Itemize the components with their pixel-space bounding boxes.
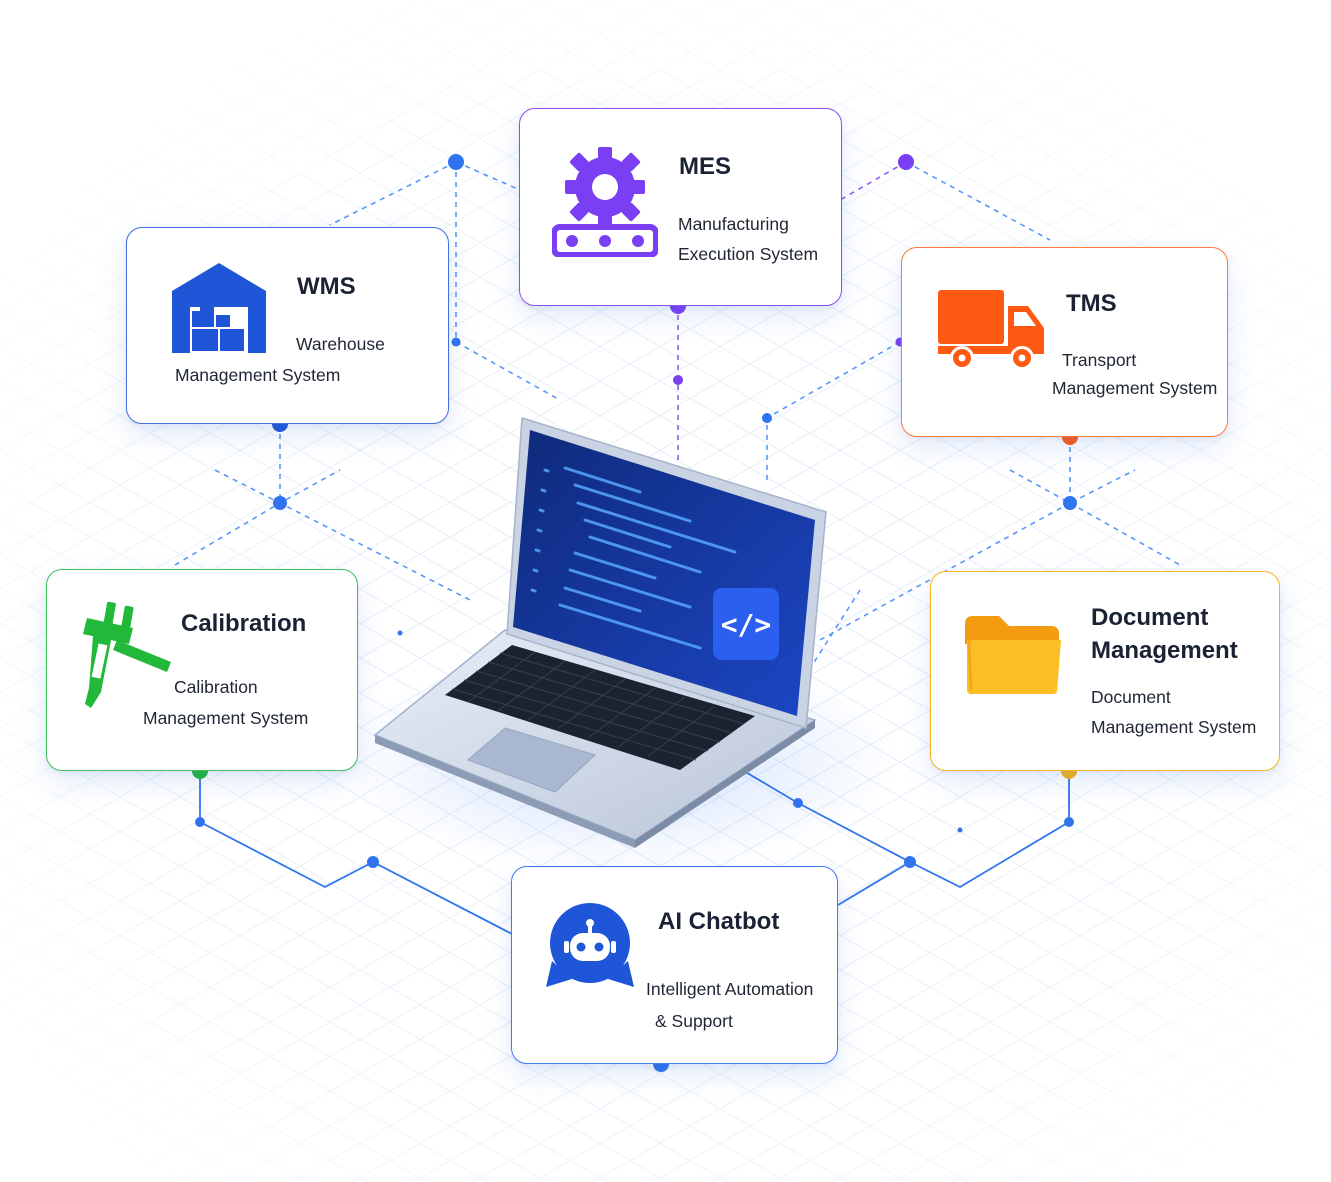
module-title: Calibration [181, 610, 307, 637]
caliper-icon [83, 601, 171, 708]
module-subtitle-line1: Intelligent Automation [646, 979, 814, 999]
connector-tms-top [905, 161, 1051, 241]
module-card-wms[interactable]: WMS Warehouse Management System [126, 227, 449, 424]
connector-calibration-chatbot [199, 771, 513, 935]
module-subtitle-line2: & Support [655, 1011, 733, 1031]
module-subtitle-line1: Manufacturing [678, 214, 789, 234]
module-subtitle-line1: Warehouse [296, 334, 385, 354]
laptop-trackpad [467, 727, 596, 793]
svg-text:</>: </> [721, 608, 772, 641]
module-title-line1: Document [1091, 604, 1209, 631]
warehouse-icon [172, 263, 266, 353]
connector-tms-dms [1069, 502, 1181, 566]
chatbot-icon [546, 903, 634, 987]
module-subtitle-line2: Management System [1091, 717, 1257, 737]
module-card-tms[interactable]: TMS Transport Management System [901, 247, 1228, 437]
module-subtitle-line2: Management System [1052, 378, 1218, 398]
keyboard-keys [451, 651, 745, 761]
connector-dms-chatbot [837, 771, 1070, 906]
gear-conveyor-icon [552, 147, 658, 257]
folder-icon [965, 616, 1061, 694]
module-subtitle-line2: Management System [143, 708, 309, 728]
connector-mes-right [839, 161, 907, 201]
connector-wms-top-left [329, 161, 457, 226]
truck-icon [938, 290, 1044, 370]
module-subtitle-line1: Calibration [174, 677, 258, 697]
module-card-calibration[interactable]: Calibration Calibration Management Syste… [46, 569, 358, 771]
laptop-base-edge [375, 735, 635, 848]
module-title: AI Chatbot [658, 908, 780, 935]
connector-dms-laptop [789, 589, 861, 701]
module-subtitle-line1: Document [1091, 687, 1171, 707]
module-title: MES [679, 153, 732, 180]
connector-tms-branch [1009, 469, 1136, 504]
screen-code-lines [530, 466, 737, 650]
module-subtitle-line2: Execution System [678, 244, 819, 264]
module-title: TMS [1066, 290, 1117, 317]
module-subtitle-line2: Management System [175, 365, 341, 385]
module-card-ai-chatbot[interactable]: AI Chatbot Intelligent Automation & Supp… [511, 866, 838, 1064]
code-icon: </> [713, 588, 779, 660]
module-card-document-management[interactable]: Document Management Document Management … [930, 571, 1280, 771]
module-title: WMS [297, 273, 356, 300]
module-subtitle-line1: Transport [1062, 350, 1137, 370]
module-card-mes[interactable]: MES Manufacturing Execution System [519, 108, 842, 306]
connector-mes-left [455, 161, 521, 191]
module-title-line2: Management [1091, 637, 1238, 664]
